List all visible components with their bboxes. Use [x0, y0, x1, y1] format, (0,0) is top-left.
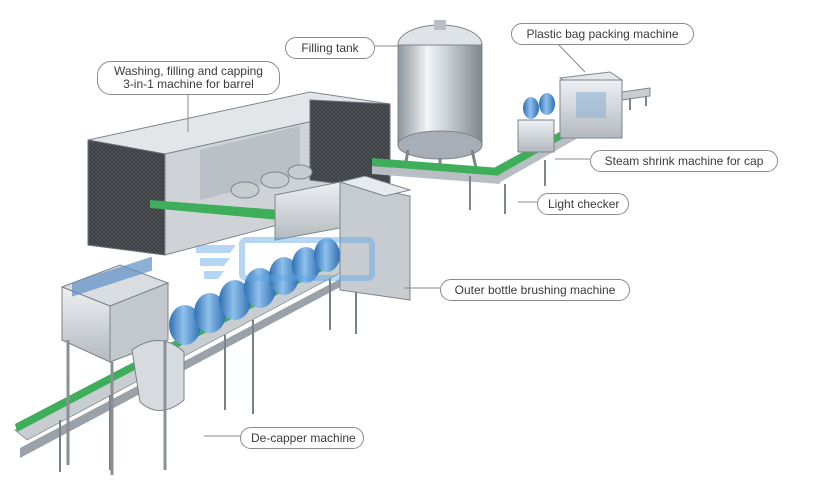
- label-washing-line-1: Washing, filling and capping: [114, 64, 263, 78]
- steam-shrink-machine-illustration: [517, 93, 555, 153]
- filling-tank-illustration: [397, 20, 483, 170]
- label-outer-bottle-brushing-machine: Outer bottle brushing machine: [440, 279, 630, 301]
- packing-machine-illustration: [558, 71, 651, 139]
- label-decapper-machine: De-capper machine: [240, 427, 364, 449]
- label-washing-filling-capping-machine: Washing, filling and capping 3-in-1 mach…: [97, 61, 280, 95]
- decapper-machine-illustration: [60, 256, 185, 475]
- watermark-logo: [196, 237, 375, 281]
- leader-lines: [187, 40, 590, 437]
- washing-filling-capping-machine-illustration: [87, 91, 412, 301]
- label-light-checker: Light checker: [537, 193, 629, 215]
- label-plastic-bag-packing-machine: Plastic bag packing machine: [511, 23, 694, 45]
- label-filling-tank: Filling tank: [285, 37, 375, 59]
- label-washing-line-2: 3-in-1 machine for barrel: [123, 77, 254, 91]
- label-steam-shrink-machine: Steam shrink machine for cap: [590, 150, 778, 172]
- water-barrels: [169, 238, 340, 345]
